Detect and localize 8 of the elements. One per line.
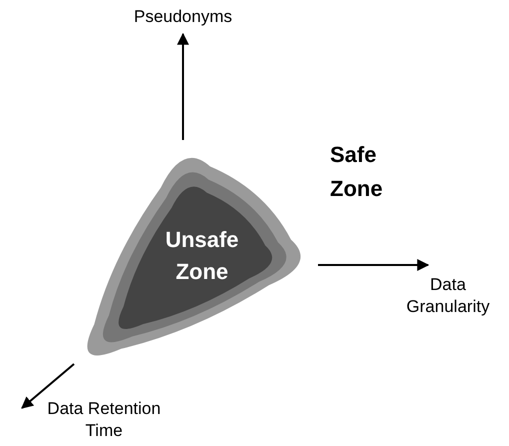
axis-label: Data Retention Time: [46, 398, 162, 442]
axis-arrow: [318, 259, 430, 271]
zone-label: Unsafe Zone: [164, 226, 240, 286]
axis-label: Pseudonyms: [132, 6, 234, 28]
axis-arrow: [177, 32, 189, 140]
axis-label: Data Granularity: [405, 274, 491, 318]
zone-label: Safe Zone: [329, 141, 384, 203]
axis-arrow: [21, 363, 75, 409]
